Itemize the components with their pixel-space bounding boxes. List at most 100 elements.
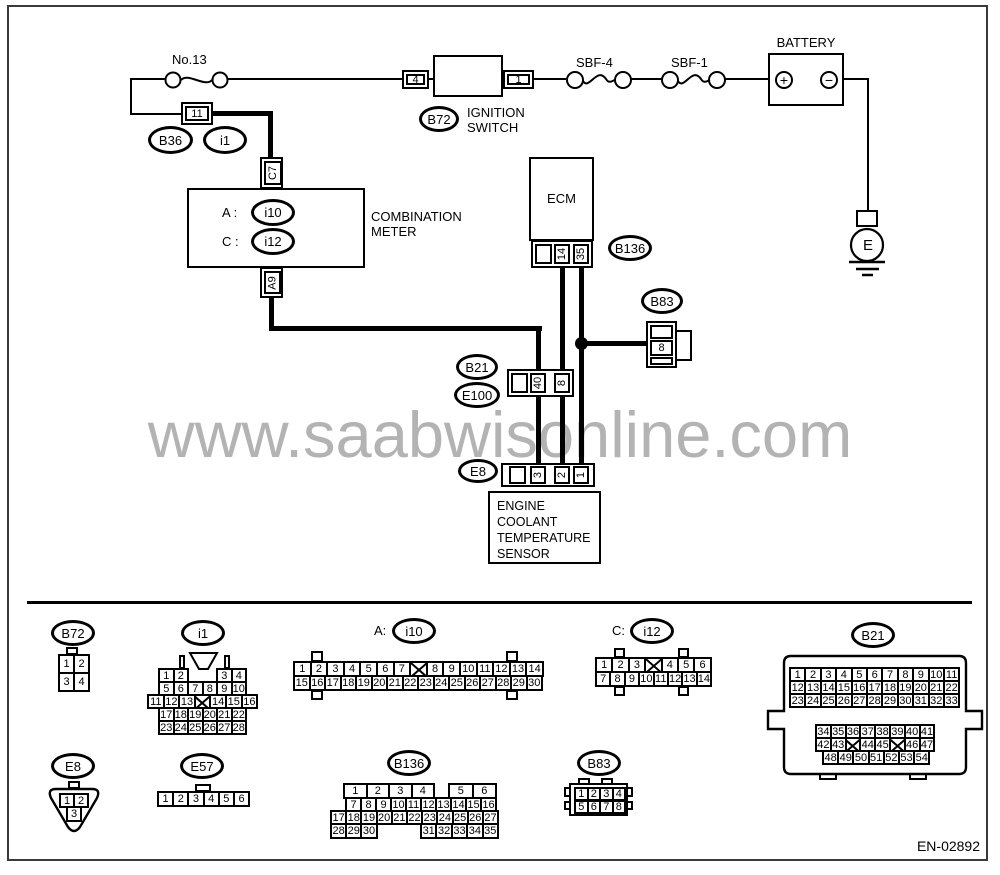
wire-sbf4-to-sbf1 xyxy=(631,78,662,80)
sensor-name-line4: SENSOR xyxy=(497,547,550,561)
pin-cell: 23 xyxy=(789,693,807,708)
pinout-e8-label: E8 xyxy=(51,753,95,779)
inline-pin-8-label: 8 xyxy=(556,379,568,387)
ecm-box xyxy=(529,157,594,241)
sensor-pin-1-label: 1 xyxy=(575,471,587,479)
pinout-e8-tab xyxy=(68,781,80,789)
meter-row-a-prefix: A : xyxy=(222,205,238,220)
pin-cell: 53 xyxy=(897,750,916,765)
wire-conn4-gap xyxy=(429,78,434,80)
ref-i10-inline: i10 xyxy=(251,199,295,226)
wire-a9-horizontal xyxy=(269,326,542,331)
pin-cell: 52 xyxy=(882,750,900,765)
sensor-pin-blank xyxy=(509,466,526,484)
meter-conn-c7-inner: C7 xyxy=(264,161,283,185)
ref-e8-inline: E8 xyxy=(458,459,498,483)
meter-name-line1: COMBINATION xyxy=(371,209,462,224)
pin-cell: 23 xyxy=(417,675,435,691)
sbf4-label: SBF-4 xyxy=(576,55,613,70)
pinout-i12-tab-bottomleft xyxy=(614,686,625,696)
sensor-name-line2: COOLANT xyxy=(497,515,558,529)
conn-b36-pin11: 11 xyxy=(181,102,213,125)
pinout-i12-label: i12 xyxy=(630,618,674,644)
inline-pin-40: 40 xyxy=(530,373,546,393)
pin-cell: 33 xyxy=(450,823,469,839)
battery-plus-terminal: + xyxy=(775,71,793,89)
pinout-i12-prefix: C: xyxy=(612,623,625,638)
sbf1-element xyxy=(677,74,711,85)
pin-cell: 3 xyxy=(58,672,75,692)
ecm-pin-14: 14 xyxy=(554,244,570,264)
meter-conn-a9-label: A9 xyxy=(266,275,279,290)
pin-cell: 26 xyxy=(463,675,481,691)
sbf1-terminal-right xyxy=(708,71,726,89)
inline-pin-blank xyxy=(511,373,528,393)
pin-cell: 16 xyxy=(240,694,259,709)
sensor-pin-2-label: 2 xyxy=(556,471,568,479)
pin-cell: 24 xyxy=(432,675,450,691)
battery-label: BATTERY xyxy=(776,35,836,50)
ignition-pin4: 4 xyxy=(402,70,429,89)
ecm-pin-14-label: 14 xyxy=(556,247,568,261)
pin-cell: 28 xyxy=(330,823,348,839)
pin-cell: 30 xyxy=(525,675,543,691)
ignition-pin4-number: 4 xyxy=(406,74,425,86)
pinout-b72-label: B72 xyxy=(51,620,95,646)
sensor-name-line3: TEMPERATURE xyxy=(497,531,591,545)
pin-cell: 12 xyxy=(666,671,684,687)
ignition-name-line2: SWITCH xyxy=(467,120,519,135)
sensor-pin-2: 2 xyxy=(554,466,570,484)
pinout-i10-tab-bottomright xyxy=(506,690,518,700)
wire-fuse-feed xyxy=(131,78,167,80)
pinout-i12-tab-bottomright xyxy=(678,686,689,696)
doc-code: EN-02892 xyxy=(916,838,980,854)
pinout-b136-label: B136 xyxy=(387,750,431,776)
meter-conn-a9-inner: A9 xyxy=(264,271,282,294)
fuse13-label: No.13 xyxy=(172,52,207,67)
sensor-pin-3-label: 3 xyxy=(532,471,544,479)
pinout-e57-label: E57 xyxy=(180,753,224,779)
pinout-i10-tab-bottomleft xyxy=(311,690,323,700)
ref-b21-inline: B21 xyxy=(456,354,498,380)
wire-a9-down xyxy=(269,296,274,329)
sensor-pin-3: 3 xyxy=(530,466,546,484)
pinout-e8-row2: 3 xyxy=(66,806,82,822)
b83-branch-cell-top xyxy=(650,325,673,339)
ground-connector-box xyxy=(856,210,878,227)
coolant-sensor-box xyxy=(488,491,601,564)
meter-conn-a9: A9 xyxy=(260,267,283,298)
pinout-b83-label: B83 xyxy=(577,750,621,776)
wire-ecm14-down xyxy=(560,266,565,466)
pin-cell: 4 xyxy=(611,787,626,801)
wire-fuse-to-ignition xyxy=(227,78,403,80)
ecm-pin-35-label: 35 xyxy=(575,247,587,261)
fuse13-terminal-right xyxy=(211,71,229,89)
conn-b36-pin11-number: 11 xyxy=(185,106,209,121)
pin-cell: 2 xyxy=(73,654,90,674)
pinout-i1-label: i1 xyxy=(181,620,225,646)
meter-conn-c7-label: C7 xyxy=(267,165,280,181)
wire-corner-down xyxy=(130,78,132,115)
pin-cell: 20 xyxy=(375,810,393,825)
meter-name-line2: METER xyxy=(371,224,417,239)
pin-cell: 54 xyxy=(913,750,931,765)
pinout-i10-label: i10 xyxy=(392,618,436,644)
pinout-i1-tab-left xyxy=(179,655,185,669)
meter-row-c-prefix: C : xyxy=(222,234,239,249)
